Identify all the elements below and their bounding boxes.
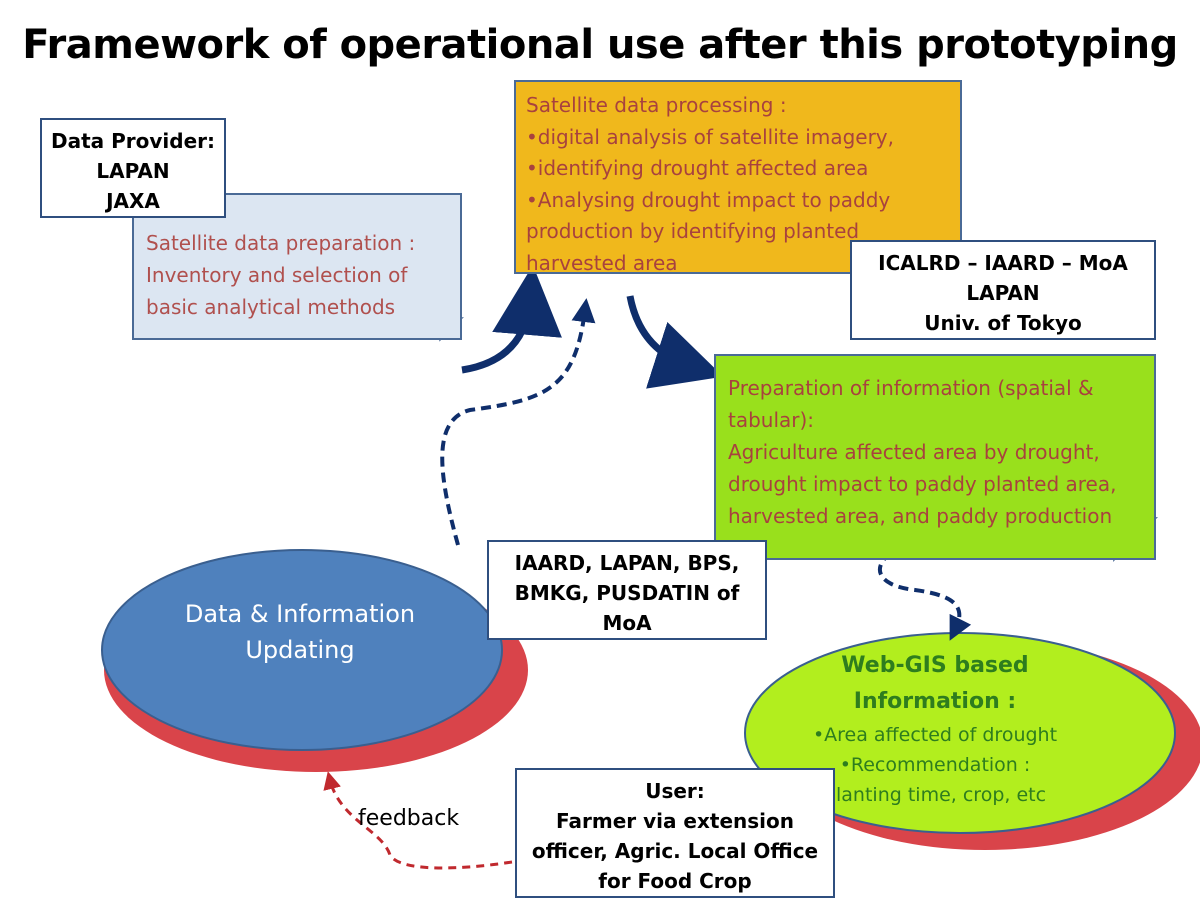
agencies-line: IAARD, LAPAN, BPS,	[514, 551, 740, 575]
institution-line: ICALRD – IAARD – MoA	[878, 251, 1128, 275]
processing-line: •digital analysis of satellite imagery,	[526, 124, 894, 149]
webgis-item: planting time, crop, etc	[823, 784, 1047, 806]
information-prep-line: Preparation of information (spatial &	[728, 376, 1094, 400]
agencies-line: BMKG, PUSDATIN of	[514, 581, 740, 605]
processing-line: production by identifying planted	[526, 219, 860, 243]
information-prep-line: harvested area, and paddy production	[728, 504, 1113, 528]
satellite-prep-line: Inventory and selection of	[146, 263, 408, 287]
agencies-line: MoA	[602, 611, 652, 635]
feedback-arrow	[323, 771, 513, 870]
data-provider-line: JAXA	[106, 189, 160, 213]
processing-line: Satellite data processing :	[526, 93, 787, 117]
webgis-item: •Recommendation :	[839, 754, 1031, 776]
page-title: Framework of operational use after this …	[22, 22, 1178, 68]
user-line: officer, Agric. Local Office	[531, 839, 819, 863]
processing-line: •identifying drought affected area	[526, 156, 869, 180]
data-updating-line: Data & Information	[184, 600, 416, 628]
updating-ellipse	[101, 549, 503, 751]
data-updating-line: Updating	[245, 636, 355, 664]
data-provider-heading: Data Provider:	[50, 129, 215, 153]
institutions-box: ICALRD – IAARD – MoA LAPAN Univ. of Toky…	[850, 240, 1156, 340]
institution-line: Univ. of Tokyo	[924, 311, 1082, 335]
information-prep-line: tabular):	[728, 408, 815, 432]
agencies-box: IAARD, LAPAN, BPS, BMKG, PUSDATIN of MoA	[487, 540, 767, 640]
user-line: for Food Crop	[598, 869, 752, 893]
information-prep-line: drought impact to paddy planted area,	[728, 472, 1117, 496]
webgis-item: •Area affected of drought	[812, 724, 1058, 746]
satellite-prep-line: basic analytical methods	[146, 295, 396, 319]
institution-line: LAPAN	[966, 281, 1040, 305]
arrow-processing-to-info	[626, 295, 724, 389]
webgis-title-line: Web-GIS based	[841, 653, 1029, 678]
data-updating-label: Data & Information Updating	[150, 596, 450, 668]
information-prep-line: Agriculture affected area by drought,	[728, 440, 1100, 464]
arrow-prep-to-processing	[461, 265, 562, 374]
data-provider-box: Data Provider: LAPAN JAXA	[40, 118, 226, 218]
satellite-processing-box: Satellite data processing : •digital ana…	[514, 80, 962, 275]
webgis-info: Web-GIS based Information : •Area affect…	[770, 648, 1100, 810]
user-line: Farmer via extension	[556, 809, 794, 833]
user-box: User: Farmer via extension officer, Agri…	[515, 768, 835, 898]
satellite-prep-line: Satellite data preparation :	[146, 231, 416, 255]
satellite-prep-note: Satellite data preparation : Inventory a…	[132, 193, 462, 340]
information-prep-note: Preparation of information (spatial & ta…	[714, 354, 1156, 560]
processing-line: •Analysing drought impact to paddy	[526, 187, 891, 212]
webgis-title-line: Information :	[853, 689, 1017, 714]
dashed-arrow-updating-to-processing	[440, 298, 596, 546]
data-provider-line: LAPAN	[96, 159, 170, 183]
user-line: User:	[645, 779, 705, 803]
feedback-label: feedback	[358, 806, 460, 831]
